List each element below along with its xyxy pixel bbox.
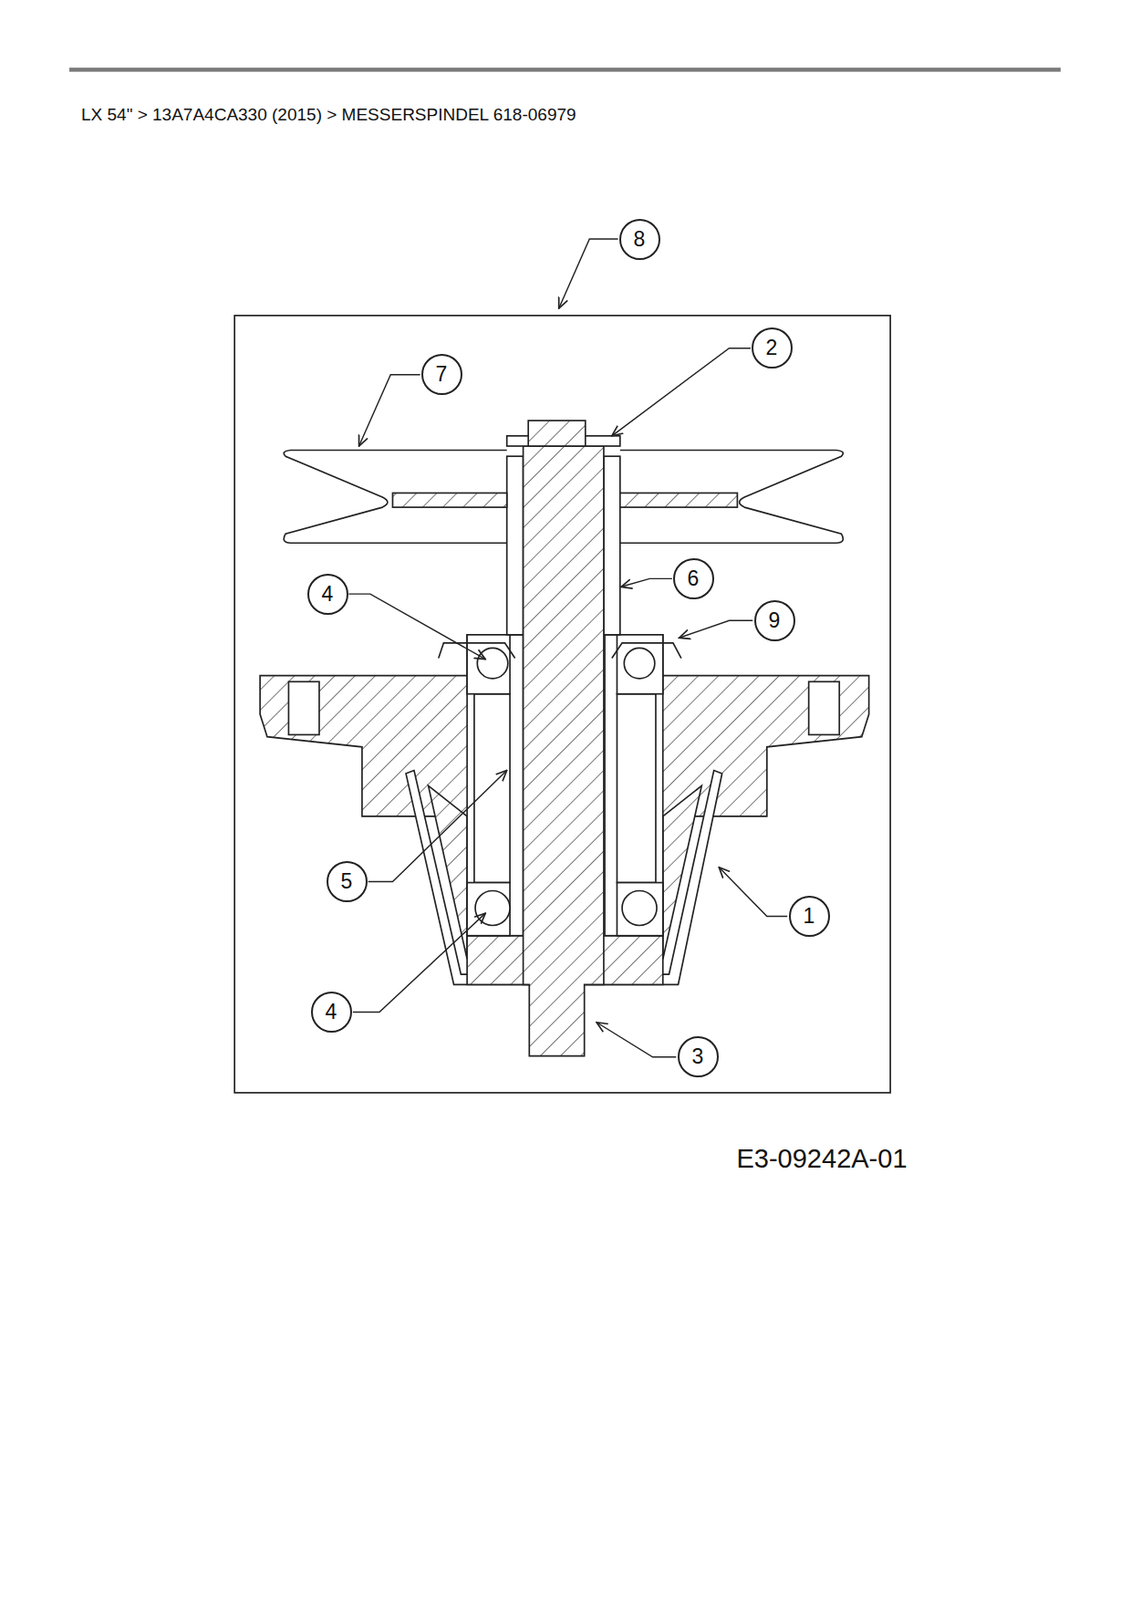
- callout-number: 5: [341, 871, 353, 893]
- callout-circle: 4: [311, 991, 353, 1033]
- callout-number: 7: [435, 363, 448, 385]
- callout-circle: 6: [673, 558, 715, 600]
- callout-number: 6: [687, 568, 700, 590]
- callout-circle: 3: [677, 1036, 719, 1078]
- callout-number: 2: [766, 337, 779, 359]
- callout-circle: 5: [326, 861, 368, 903]
- callout-number: 4: [321, 583, 334, 605]
- callout-number: 9: [768, 610, 781, 632]
- callout-circle: 1: [788, 895, 831, 937]
- breadcrumb-title: LX 54" > 13A7A4CA330 (2015) > MESSERSPIN…: [81, 104, 577, 125]
- callout-number: 8: [633, 228, 646, 250]
- drawing-code: E3-09242A-01: [736, 1143, 907, 1174]
- callout-circle: 7: [421, 353, 463, 395]
- callout-number: 4: [325, 1001, 338, 1023]
- callout-number: 3: [692, 1046, 705, 1068]
- callout-circle: 9: [754, 600, 796, 642]
- callout-circle: 2: [751, 327, 793, 369]
- callout-circle: 4: [307, 573, 349, 615]
- callout-number: 1: [803, 905, 816, 927]
- callout-circle: 8: [619, 218, 661, 260]
